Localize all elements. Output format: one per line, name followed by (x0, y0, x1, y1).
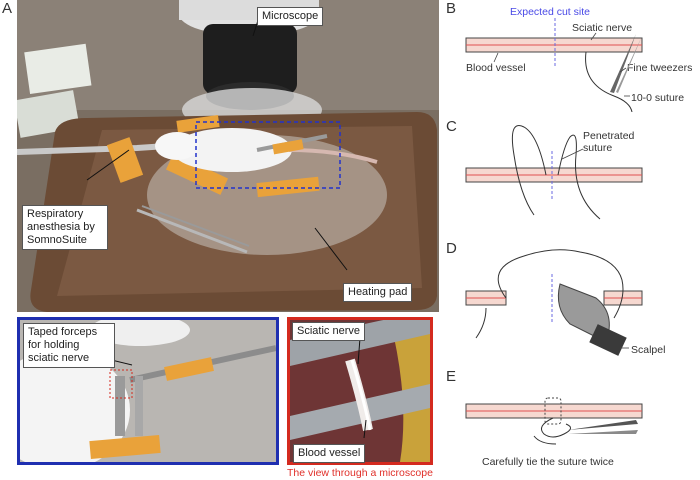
tweezers-e-top (568, 420, 638, 430)
scalpel-label: Scalpel (631, 344, 666, 356)
taped-forceps-line-3: sciatic nerve (28, 352, 90, 364)
tweezers-e-bottom (568, 430, 638, 434)
inset-forceps-illustration (20, 320, 276, 462)
panel-c-diagram (465, 125, 643, 220)
panel-e-diagram (465, 397, 643, 445)
taped-forceps-line-1: Taped forceps (28, 326, 98, 338)
panel-label-a: A (2, 0, 13, 17)
knot-marker (544, 397, 562, 425)
panel-b-diagram (465, 18, 643, 112)
microscope-callout: Microscope (257, 7, 324, 26)
nerve-region-marker (109, 369, 133, 399)
microscope-view-caption: The view through a microscope (287, 467, 433, 479)
panel-label-c: C (446, 118, 457, 135)
microscope-view-photo (287, 317, 433, 465)
expected-cut-site-label: Expected cut site (510, 6, 590, 18)
suture-left-loop (511, 125, 547, 216)
penetrated-suture-label: Penetrated suture (583, 130, 634, 154)
respiratory-line-3: SomnoSuite (27, 234, 87, 246)
respiratory-anesthesia-callout: Respiratory anesthesia by SomnoSuite (22, 205, 108, 250)
panel-label-b: B (446, 0, 457, 17)
knot-loop (541, 417, 571, 438)
microscope-field-marker (195, 121, 341, 189)
panel-label-d: D (446, 240, 457, 257)
respiratory-line-1: Respiratory (27, 208, 84, 220)
scalpel-handle (589, 324, 627, 356)
surgery-setup-illustration (17, 0, 439, 312)
panel-label-e: E (446, 368, 457, 385)
suture-label: 10-0 suture (631, 92, 685, 104)
respiratory-line-2: anesthesia by (27, 221, 95, 233)
surgery-setup-photo (17, 0, 439, 312)
blood-vessel-label-b: Blood vessel (466, 62, 526, 74)
suture-right-loop (557, 134, 601, 220)
inset-blood-vessel-callout: Blood vessel (293, 444, 366, 463)
suture-loop-d (497, 249, 624, 319)
tweezers-right-arm (616, 36, 642, 93)
taped-forceps-line-2: for holding (28, 339, 80, 351)
microscope-view-illustration (290, 320, 430, 462)
tie-suture-caption: Carefully tie the suture twice (482, 456, 614, 468)
panel-d-diagram (465, 249, 643, 356)
fine-tweezers-label: Fine tweezers (627, 62, 693, 74)
sciatic-nerve-label-b: Sciatic nerve (572, 22, 633, 34)
heating-pad-callout: Heating pad (343, 283, 413, 302)
taped-forceps-callout: Taped forceps for holding sciatic nerve (23, 323, 115, 368)
inset-sciatic-nerve-callout: Sciatic nerve (292, 322, 365, 341)
penetrated-line-1: Penetrated (583, 130, 635, 142)
suture-thread-b (585, 51, 633, 112)
penetrated-line-2: suture (583, 142, 613, 154)
tweezers-left-arm (610, 34, 636, 93)
